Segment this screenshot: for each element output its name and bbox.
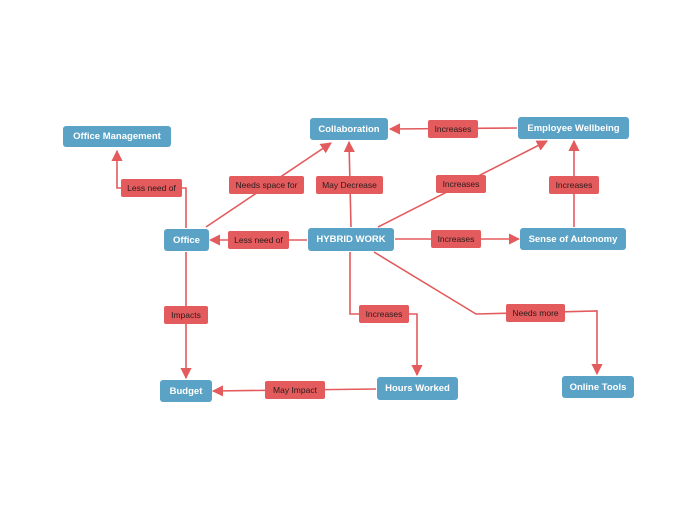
- edge-label-needs-more: Needs more: [506, 304, 565, 322]
- edge-label-increases-from-autonomy: Increases: [549, 176, 599, 194]
- edge-label-less-need-of-office: Less need of: [228, 231, 289, 249]
- edge-label-increases-hours: Increases: [359, 305, 409, 323]
- edge-label-increases-collaboration: Increases: [428, 120, 478, 138]
- edge-label-impacts: Impacts: [164, 306, 208, 324]
- node-employee-wellbeing[interactable]: Employee Wellbeing: [518, 117, 629, 139]
- node-budget[interactable]: Budget: [160, 380, 212, 402]
- node-office-management[interactable]: Office Management: [63, 126, 171, 147]
- edge-label-less-need-of-management: Less need of: [121, 179, 182, 197]
- node-sense-of-autonomy[interactable]: Sense of Autonomy: [520, 228, 626, 250]
- node-office[interactable]: Office: [164, 229, 209, 251]
- edge-label-increases-wellbeing: Increases: [436, 175, 486, 193]
- edge-label-may-decrease: May Decrease: [316, 176, 383, 194]
- node-hours-worked[interactable]: Hours Worked: [377, 377, 458, 400]
- node-collaboration[interactable]: Collaboration: [310, 118, 388, 140]
- edge-label-needs-space-for: Needs space for: [229, 176, 304, 194]
- node-online-tools[interactable]: Online Tools: [562, 376, 634, 398]
- edge-label-may-impact: May Impact: [265, 381, 325, 399]
- edge-label-increases-autonomy: Increases: [431, 230, 481, 248]
- node-hybrid-work[interactable]: HYBRID WORK: [308, 228, 394, 251]
